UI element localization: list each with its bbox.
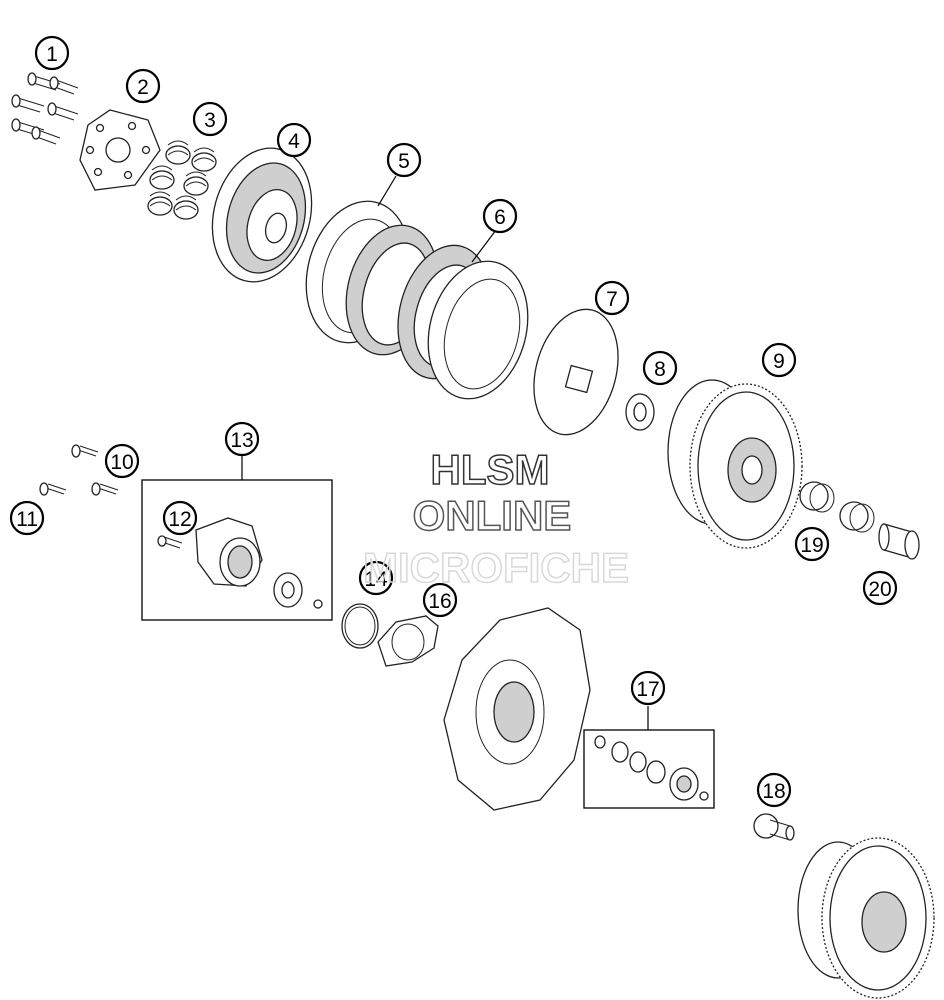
watermark: HLSM ONLINE MICROFICHE [362,445,630,592]
callout-13[interactable]: 13 [224,421,260,457]
callout-12[interactable]: 12 [162,500,198,536]
svg-text:17: 17 [636,678,659,701]
part-9-clutch-basket[interactable] [667,379,803,549]
part-11-screw[interactable] [39,482,67,496]
svg-text:11: 11 [16,508,38,531]
part-20-bushing[interactable] [878,523,920,560]
part-15-o-ring[interactable] [341,603,379,649]
svg-text:3: 3 [204,109,216,132]
callout-11[interactable]: 11 [9,500,45,536]
callout-14[interactable]: 14 [358,560,394,596]
callout-10[interactable]: 10 [104,443,140,479]
callout-1[interactable]: 1 [34,35,70,71]
callout-8[interactable]: 8 [642,350,678,386]
callout-18[interactable]: 18 [756,772,792,808]
svg-text:13: 13 [230,429,253,452]
svg-text:1: 1 [46,43,58,66]
part-6-friction-plates[interactable] [384,235,543,410]
callout-9[interactable]: 9 [761,342,797,378]
part-19-bushings[interactable] [799,481,875,533]
part-8-washer[interactable] [625,393,655,431]
part-13-slave-cylinder-kit[interactable] [141,479,333,621]
part-2-pressure-plate[interactable] [79,109,161,191]
part-4-inner-clutch-hub[interactable] [198,137,326,293]
svg-text:16: 16 [428,590,451,613]
callout-16[interactable]: 16 [422,582,458,618]
svg-text:6: 6 [494,206,506,229]
leader-lines [241,175,649,730]
part-7-pressure-disc[interactable] [521,300,631,444]
callout-3[interactable]: 3 [192,101,228,137]
callout-19[interactable]: 19 [794,526,830,562]
svg-text:19: 19 [800,534,823,557]
callout-20[interactable]: 20 [862,570,898,606]
clutch-cover[interactable] [443,607,591,811]
watermark-line2: ONLINE [413,492,572,539]
svg-text:5: 5 [398,150,410,173]
svg-text:2: 2 [137,76,149,99]
svg-text:8: 8 [654,358,666,381]
watermark-line1: HLSM [431,446,550,493]
part-10-screw[interactable] [71,444,119,496]
callout-7[interactable]: 7 [594,280,630,316]
svg-text:20: 20 [868,578,891,601]
clutch-basket-assembly[interactable] [797,837,935,999]
svg-text:18: 18 [762,780,785,803]
callout-4[interactable]: 4 [276,122,312,158]
callout-5[interactable]: 5 [386,142,422,178]
svg-text:14: 14 [364,568,388,591]
part-16-gasket[interactable] [377,615,439,667]
svg-text:9: 9 [773,350,785,373]
watermark-line3: MICROFICHE [363,544,629,591]
part-12-bleeder-screw [157,535,183,549]
part-3-springs[interactable] [147,140,217,220]
part-17-release-mechanism-kit[interactable] [583,729,715,809]
callout-2[interactable]: 2 [125,68,161,104]
svg-text:10: 10 [110,451,133,474]
callout-6[interactable]: 6 [482,198,518,234]
part-1-bolts[interactable] [11,72,79,145]
svg-text:4: 4 [288,130,300,153]
svg-text:7: 7 [606,288,618,311]
callout-17[interactable]: 17 [630,670,666,706]
part-18-bolt[interactable] [753,813,795,841]
svg-text:12: 12 [168,508,191,531]
